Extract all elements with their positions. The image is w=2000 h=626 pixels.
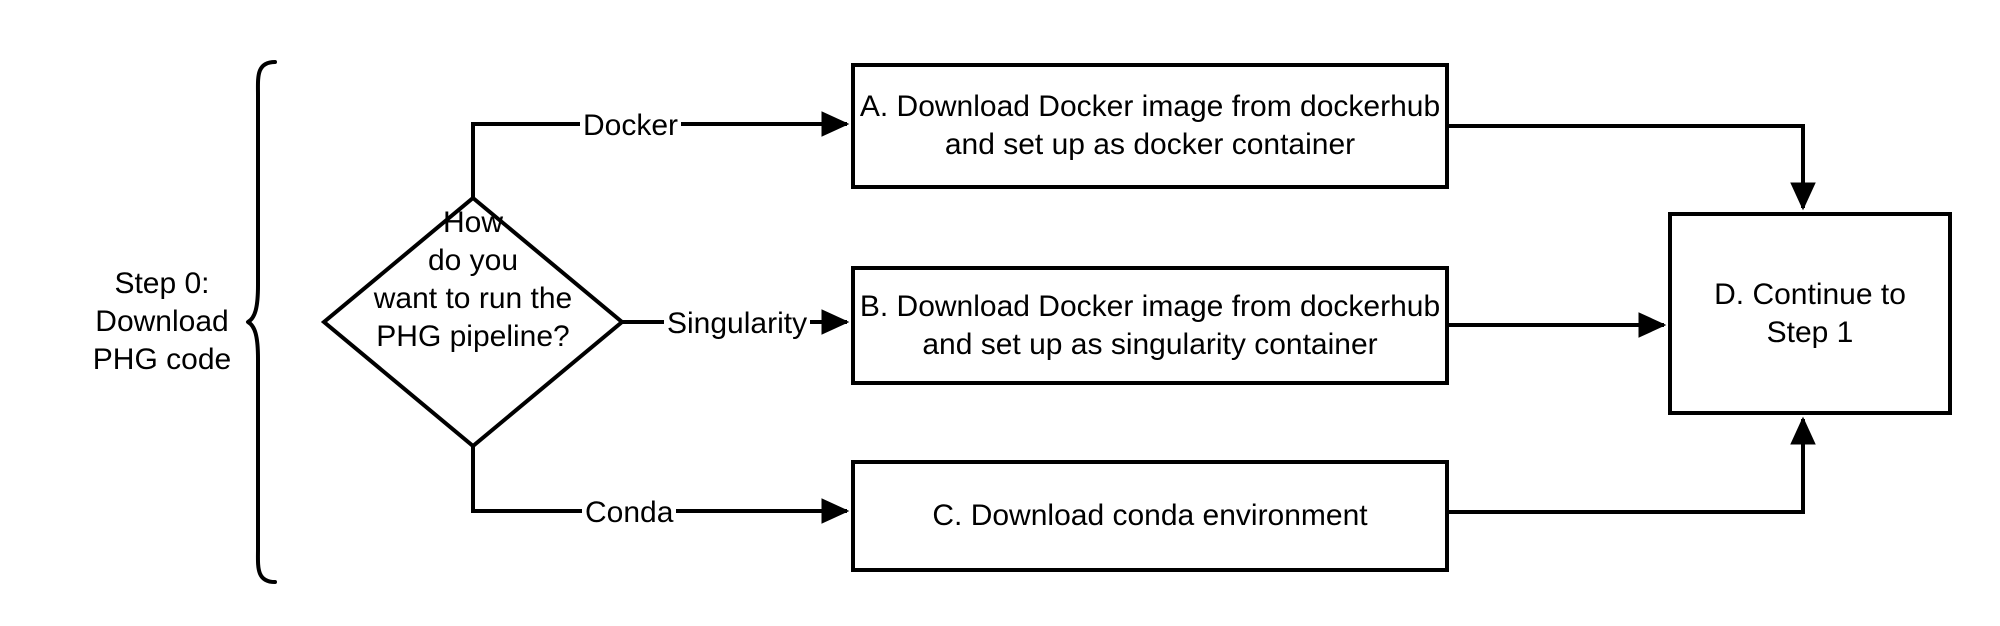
group-brace-icon [246,60,277,584]
edge-c-to-d-path [1447,416,1816,514]
edge-conda-path [471,446,850,524]
box-c-shape[interactable] [851,460,1449,572]
edge-a-to-d-path [1447,124,1816,211]
edge-label-docker-text: Docker [583,109,679,142]
edge-label-singularity: Singularity [664,306,811,342]
edge-label-conda-text: Conda [585,496,674,529]
box-d-shape[interactable] [1668,212,1952,415]
decision-diamond-shape[interactable] [320,195,626,449]
edge-label-docker: Docker [580,108,682,144]
edge-label-conda: Conda [582,495,677,531]
box-a-shape[interactable] [851,63,1449,189]
box-b-shape[interactable] [851,266,1449,385]
edge-docker-path [471,111,850,198]
edge-label-singularity-text: Singularity [667,307,808,340]
